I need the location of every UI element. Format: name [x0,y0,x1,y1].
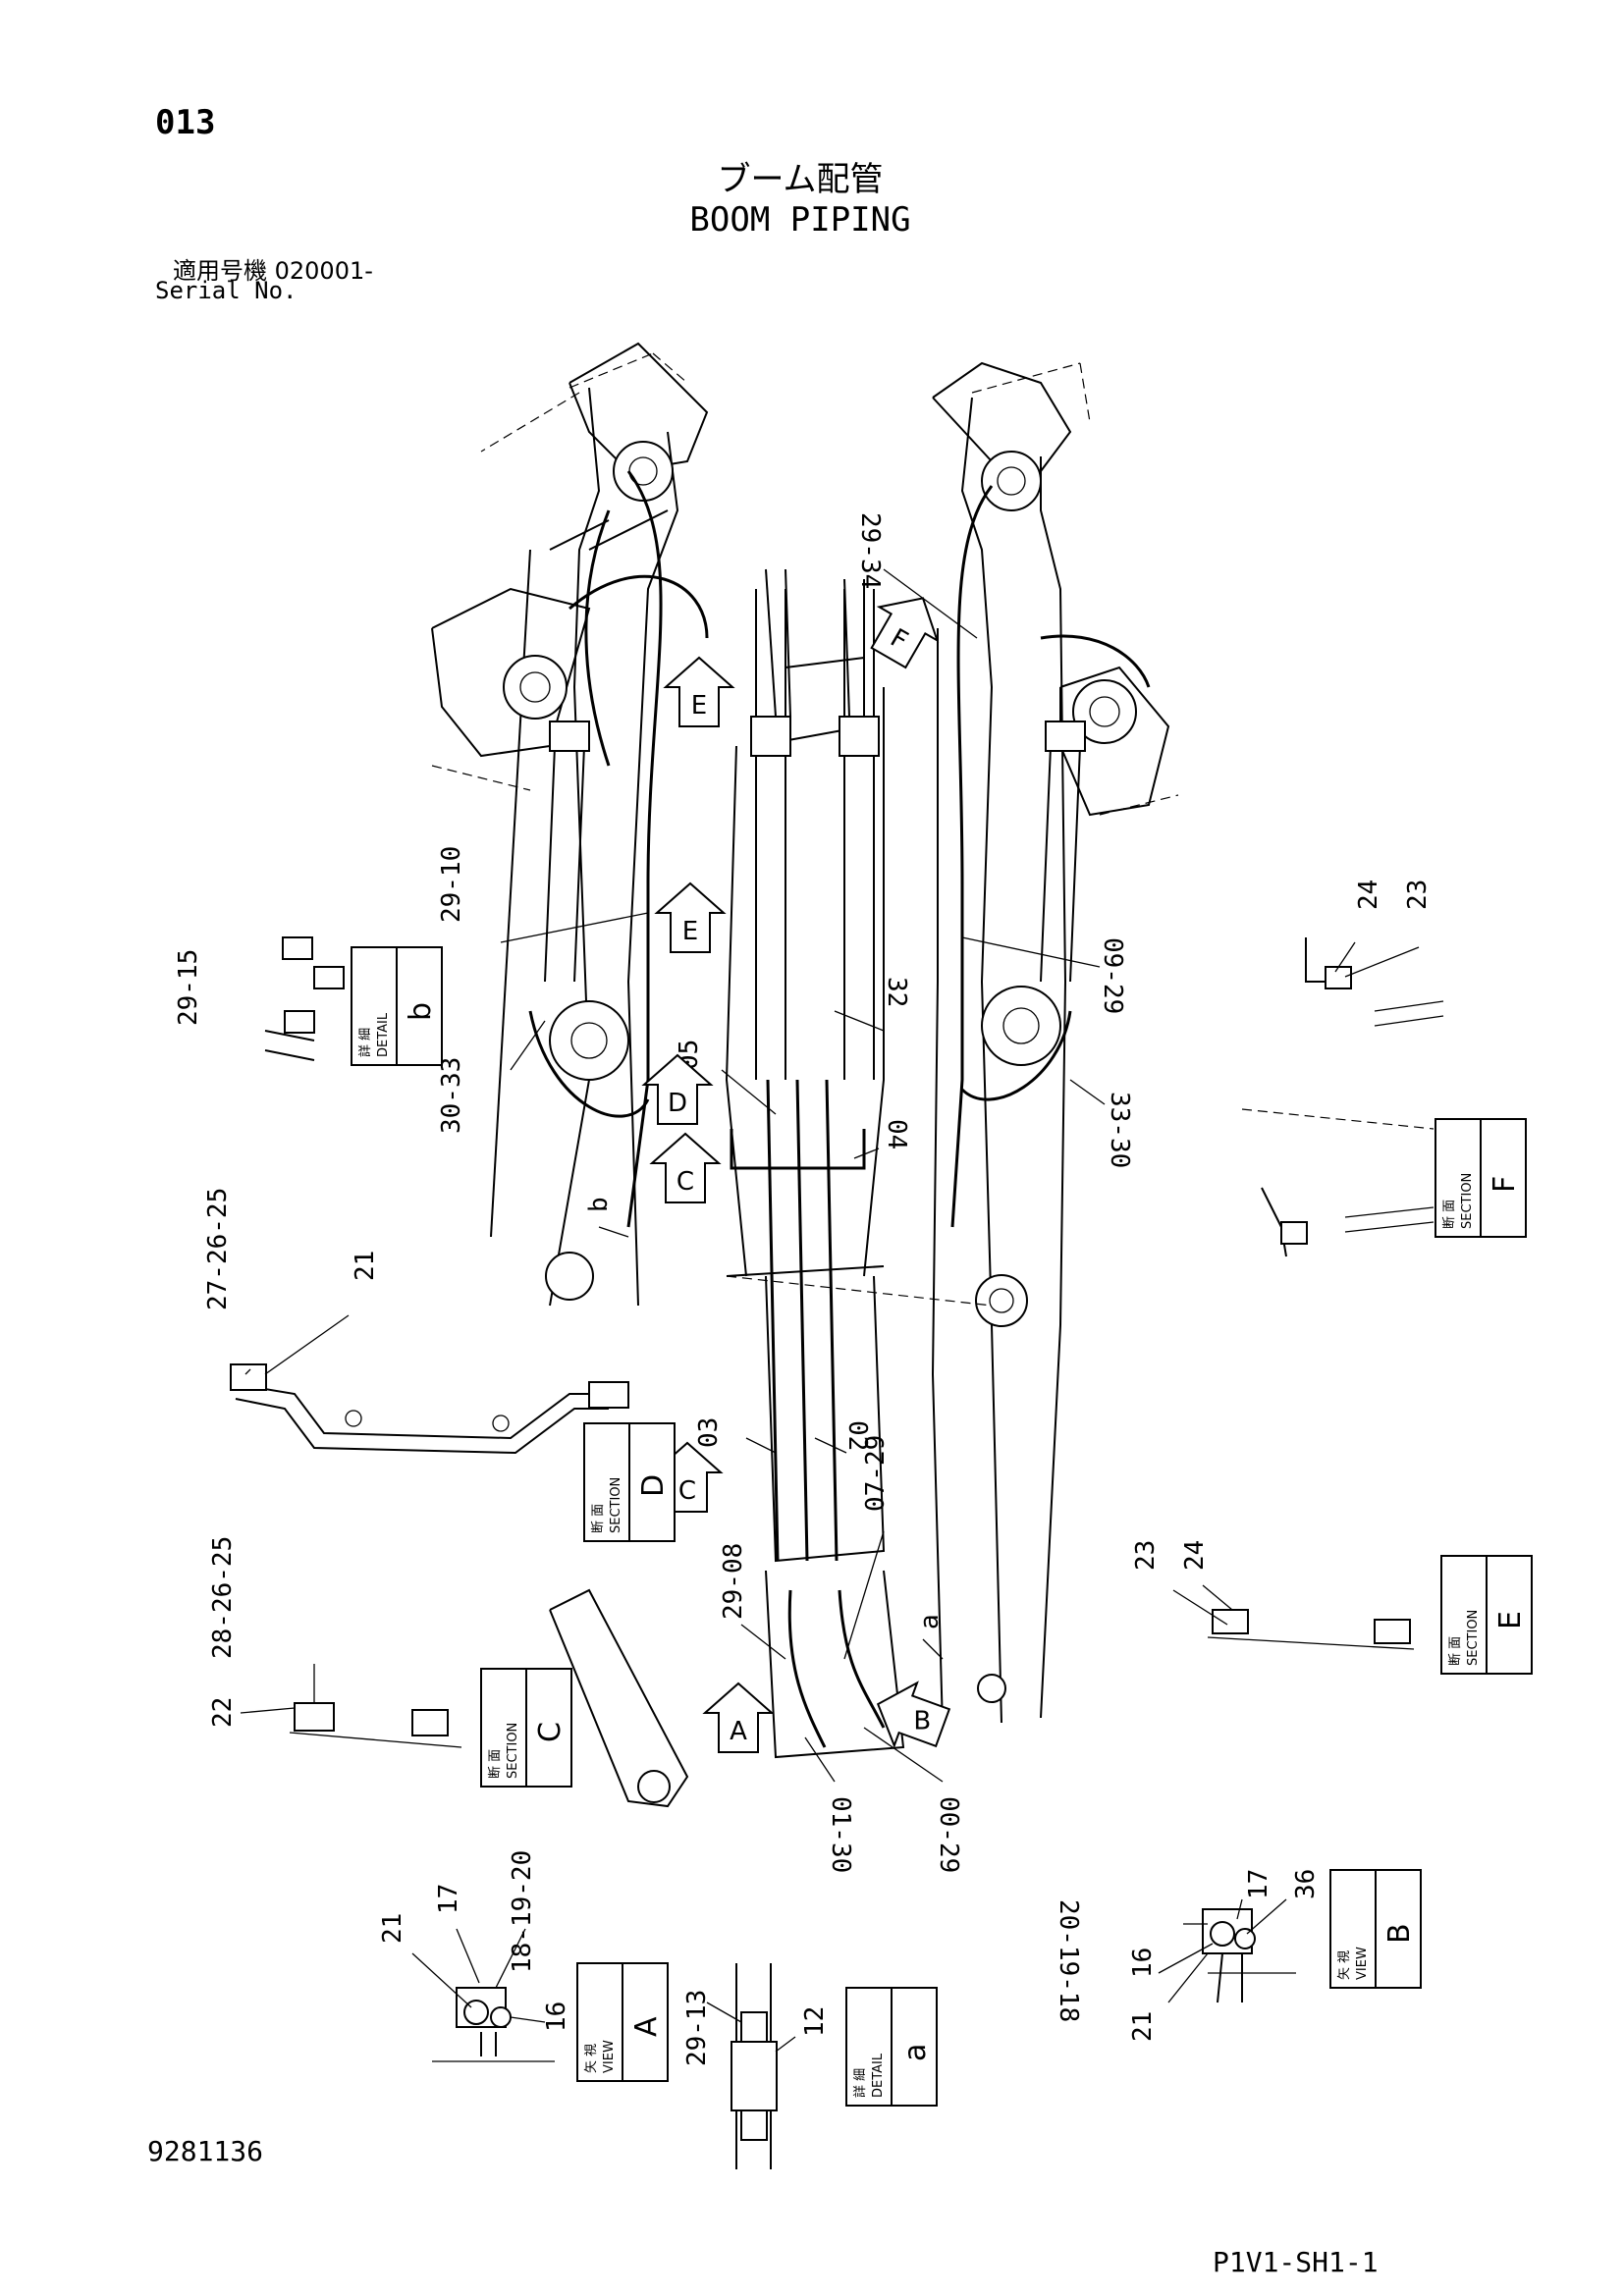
callout-22: 22 [208,1697,238,1728]
svg-text:断 面: 断 面 [488,1749,503,1779]
svg-text:B: B [1382,1923,1417,1944]
callout-17-a: 17 [434,1884,463,1914]
svg-text:断 面: 断 面 [1448,1636,1463,1666]
callout-29-15: 29-15 [174,949,203,1026]
document-number: 9281136 [147,2135,264,2167]
callout-29-13: 29-13 [682,1990,712,2066]
hoses [528,470,1151,1748]
callout-24-top: 24 [1354,880,1383,910]
svg-text:E: E [691,691,707,721]
callout-21-mid: 21 [351,1251,380,1281]
view-arrow-b: B [876,1681,951,1749]
callout-17-b: 17 [1244,1869,1273,1899]
callout-numbers: 29-34 29-10 09-29 29-15 30-33 33-30 05 0… [174,512,1433,2066]
callout-07-29: 07-29 [861,1435,891,1512]
view-b-box: 矢 視 VIEW B [1329,1869,1422,1989]
svg-text:B: B [913,1706,931,1735]
callout-29-34: 29-34 [855,512,885,589]
callout-29-10: 29-10 [437,846,466,923]
svg-text:a: a [898,2044,933,2061]
svg-text:SECTION: SECTION [609,1477,623,1533]
callout-27-26-25: 27-26-25 [203,1188,233,1310]
svg-text:矢 視: 矢 視 [1337,1950,1352,1980]
label-boxes: 詳 細 DETAIL b 断 面 SECTION F 断 面 SECTION D… [351,946,1533,2107]
svg-text:A: A [730,1717,747,1746]
callout-32: 32 [882,977,911,1007]
svg-text:D: D [636,1474,671,1497]
serial-label-english: Serial No. [155,277,298,304]
svg-text:F: F [1488,1176,1522,1193]
svg-text:詳 細: 詳 細 [852,2068,868,2098]
callout-a-small: a [915,1614,945,1629]
callout-30-33: 30-33 [437,1057,466,1134]
callout-24-e: 24 [1180,1540,1210,1571]
page-number: 013 [155,103,216,142]
callout-02: 02 [842,1420,872,1451]
svg-text:C: C [533,1722,568,1742]
svg-text:矢 視: 矢 視 [584,2044,599,2073]
svg-text:SECTION: SECTION [506,1723,520,1779]
view-arrow-a: A [702,1682,775,1753]
section-f-box: 断 面 SECTION F [1435,1118,1527,1238]
svg-text:D: D [668,1089,687,1118]
view-arrow-e-top: E [663,656,735,727]
detail-a-box: 詳 細 DETAIL a [845,1987,938,2107]
callout-09-29: 09-29 [1098,937,1127,1014]
view-a-box: 矢 視 VIEW A [576,1962,669,2082]
callout-16-a: 16 [542,2002,571,2032]
callout-23-top: 23 [1403,880,1433,910]
callout-18-19-20-a: 18-19-20 [508,1850,537,1973]
svg-text:VIEW: VIEW [602,2040,617,2073]
callout-28-26-25: 28-26-25 [208,1536,238,1659]
detail-b-box: 詳 細 DETAIL b [351,946,443,1066]
sheet-id: P1V1-SH1-1 [1213,2246,1379,2278]
callout-23-e: 23 [1131,1540,1161,1571]
svg-text:A: A [629,2016,664,2037]
callout-16-b: 16 [1128,1948,1158,1978]
boom-structure [431,342,1435,1808]
svg-text:E: E [682,917,698,946]
svg-text:SECTION: SECTION [1466,1610,1481,1666]
callout-01-30: 01-30 [826,1796,855,1873]
title-english: BOOM PIPING [689,200,911,240]
callout-33-30: 33-30 [1105,1092,1134,1168]
view-arrow-c-top: C [649,1132,722,1203]
callout-12: 12 [800,2006,830,2037]
callout-b-small: b [584,1197,614,1212]
serial-label-japanese: 適用号機 020001- [173,257,373,285]
detail-sketches [230,936,1444,2169]
svg-text:VIEW: VIEW [1355,1947,1370,1980]
view-arrow-d: D [641,1053,714,1125]
svg-text:SECTION: SECTION [1460,1173,1475,1229]
callout-03: 03 [694,1417,724,1448]
view-arrow-e-mid: E [654,881,727,953]
title-japanese: ブーム配管 [717,160,884,199]
callout-20-19-18-b: 20-19-18 [1054,1899,1083,2022]
svg-text:詳 細: 詳 細 [357,1028,373,1057]
section-d-box: 断 面 SECTION D [583,1422,676,1542]
callout-36: 36 [1291,1869,1321,1899]
callout-21-a: 21 [378,1913,407,1944]
svg-text:DETAIL: DETAIL [871,2053,886,2098]
svg-text:b: b [404,1002,438,1021]
leader-lines [240,568,1420,2053]
callout-04: 04 [882,1119,911,1149]
svg-text:C: C [678,1476,696,1506]
svg-text:DETAIL: DETAIL [376,1012,391,1057]
svg-text:断 面: 断 面 [1442,1200,1457,1229]
callout-21-b: 21 [1128,2011,1158,2042]
svg-text:C: C [677,1167,694,1197]
callout-00-29: 00-29 [934,1796,963,1873]
svg-text:E: E [1493,1611,1528,1629]
section-e-box: 断 面 SECTION E [1440,1555,1533,1675]
section-c-box: 断 面 SECTION C [480,1668,572,1788]
callout-29-08: 29-08 [719,1543,748,1620]
view-arrow-f: F [870,597,940,669]
svg-text:断 面: 断 面 [591,1504,606,1533]
